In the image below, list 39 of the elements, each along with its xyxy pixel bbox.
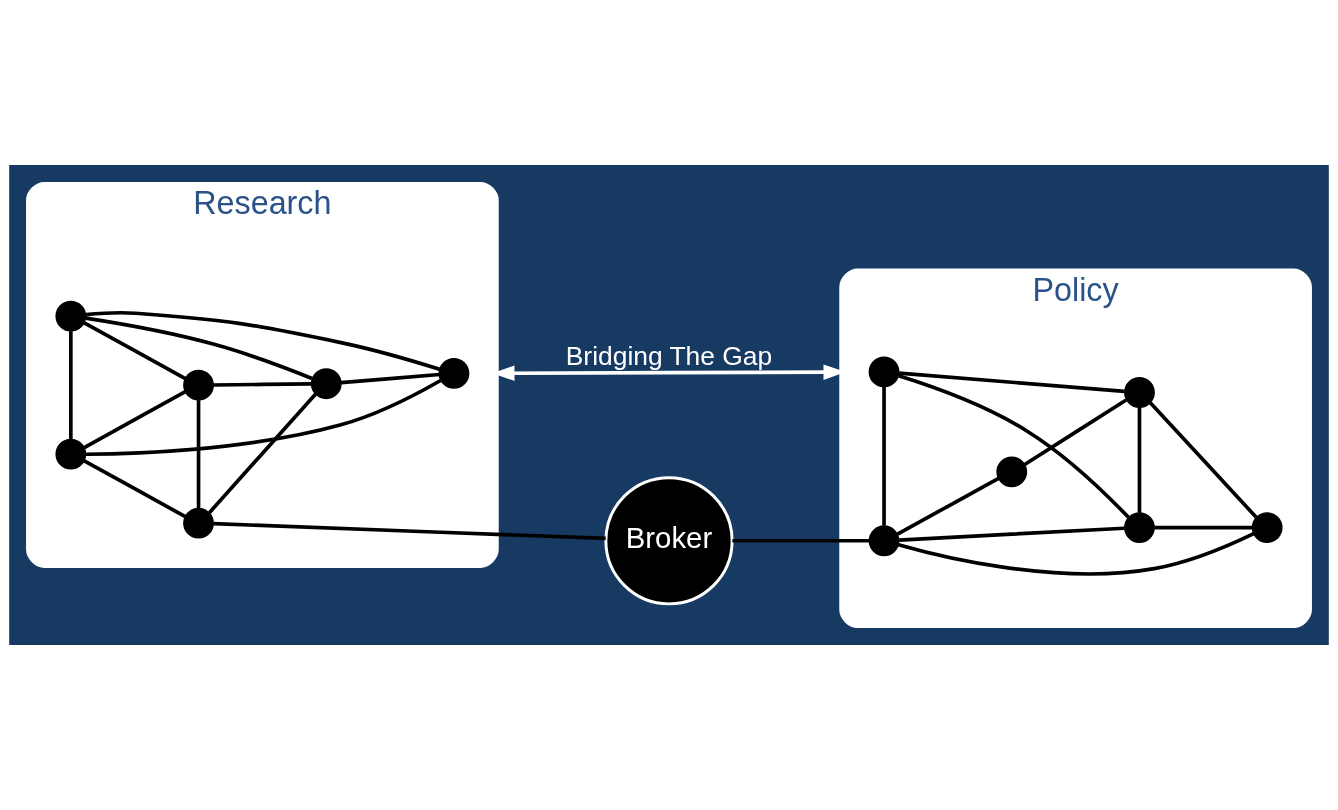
connector bbox=[85, 316, 313, 381]
node-circle bbox=[55, 300, 87, 332]
node-circle bbox=[996, 456, 1028, 488]
connector bbox=[69, 331, 73, 440]
node-circle bbox=[868, 356, 900, 388]
connector bbox=[1154, 525, 1253, 530]
node-circle bbox=[183, 507, 214, 539]
connector bbox=[882, 386, 886, 526]
connector bbox=[208, 392, 317, 514]
cluster: Policy bbox=[839, 268, 1312, 629]
connector bbox=[898, 531, 1255, 576]
connector bbox=[83, 321, 187, 381]
connector bbox=[732, 538, 870, 543]
node-circle bbox=[1124, 512, 1155, 543]
node-circle bbox=[868, 525, 900, 557]
node-circle bbox=[1124, 377, 1155, 408]
node-circle bbox=[55, 438, 87, 470]
connector bbox=[83, 459, 187, 519]
connector bbox=[86, 378, 442, 457]
connector bbox=[898, 371, 1125, 394]
connector bbox=[1148, 401, 1258, 519]
connector bbox=[898, 374, 1130, 519]
node-circle bbox=[1251, 512, 1283, 543]
node-circle: Broker bbox=[604, 476, 734, 606]
connector bbox=[899, 526, 1125, 542]
connector bbox=[1023, 398, 1128, 467]
cluster: Research bbox=[26, 181, 499, 568]
connector bbox=[85, 310, 441, 372]
node-circle bbox=[183, 369, 214, 401]
connector bbox=[213, 382, 312, 387]
connector bbox=[340, 372, 440, 385]
node-circle bbox=[310, 368, 342, 400]
connector bbox=[196, 400, 201, 509]
connector bbox=[213, 521, 606, 541]
edge-label: Bridging The Gap bbox=[565, 341, 773, 372]
connector bbox=[1137, 407, 1142, 513]
connector bbox=[896, 476, 1000, 536]
connector bbox=[83, 390, 187, 450]
node-circle bbox=[438, 358, 470, 389]
